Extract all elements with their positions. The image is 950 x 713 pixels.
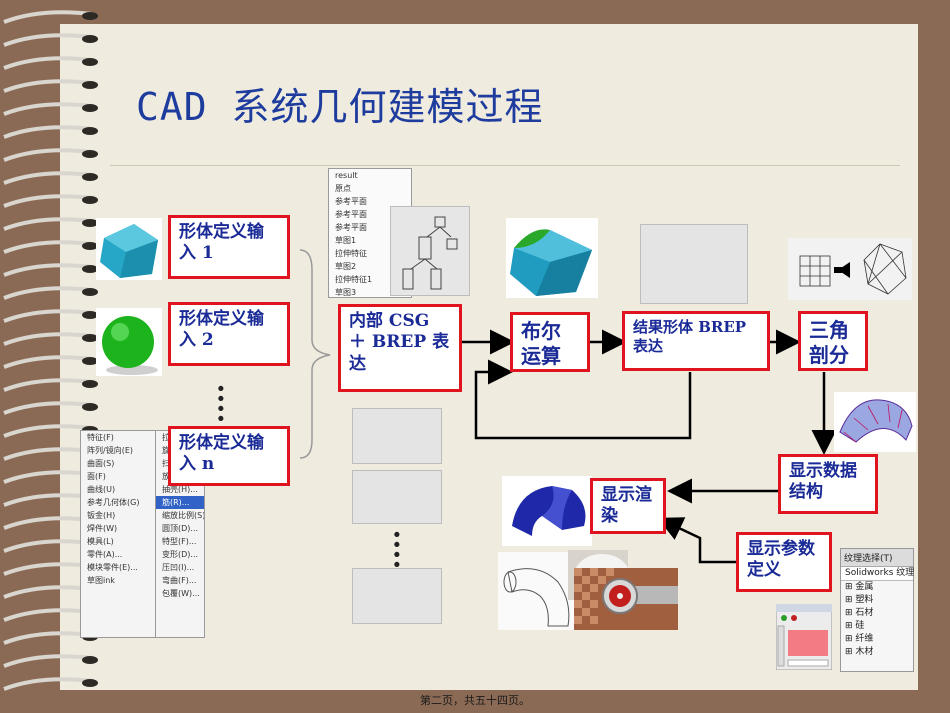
input-1-box: 形体定义输入 1: [168, 215, 290, 279]
menu-item[interactable]: 模块零件(E)...: [87, 563, 138, 572]
menu-item[interactable]: 变形(D)...: [162, 550, 199, 559]
sphere-model-image: [96, 308, 162, 376]
menu-item[interactable]: 缩放比例(S)...: [162, 511, 204, 520]
input-brace: [299, 249, 331, 459]
csg-tree-ellipsis: ····: [392, 518, 402, 581]
menu-item[interactable]: 弯曲(F)...: [162, 576, 197, 585]
triangulation-image: [788, 238, 912, 300]
color-dialog-image: [776, 604, 832, 670]
menu-item[interactable]: 模具(L): [87, 537, 114, 546]
texture-item[interactable]: ⊞ 金属: [845, 582, 874, 592]
tree-item[interactable]: 参考平面: [335, 197, 367, 206]
pipe-elbow-sketch-image: [498, 552, 576, 630]
tree-item[interactable]: 拉伸特征: [335, 249, 367, 258]
texture-item[interactable]: ⊞ 木材: [845, 647, 874, 657]
tree-item[interactable]: 原点: [335, 184, 351, 193]
input-n-box: 形体定义输入 n: [168, 426, 290, 486]
tree-item[interactable]: 参考平面: [335, 210, 367, 219]
title-divider: [110, 165, 900, 166]
menu-item[interactable]: 筋(R)...: [156, 496, 204, 509]
tree-item[interactable]: 草图1: [335, 236, 357, 245]
menu-item[interactable]: 曲面(S): [87, 459, 115, 468]
boolean-cube-image: [506, 218, 598, 298]
feedback-loop: [474, 359, 692, 440]
menu-item[interactable]: 特型(F)...: [162, 537, 197, 546]
csg-tree-image-1: [352, 408, 442, 464]
result-brep-box: 结果形体 BREP 表达: [622, 311, 770, 371]
menu-item[interactable]: 零件(A)...: [87, 550, 123, 559]
input-ellipsis: ····: [216, 372, 226, 435]
arrow-params-render: [657, 517, 736, 564]
csg-tree-sketch-image: [390, 206, 470, 296]
texture-item[interactable]: ⊞ 塑料: [845, 595, 874, 605]
texture-item[interactable]: ⊞ 纤维: [845, 634, 874, 644]
menu-item[interactable]: 钣金(H): [87, 511, 116, 520]
menu-item[interactable]: 包覆(W)...: [162, 589, 200, 598]
wireframe-part-image: [834, 392, 916, 452]
display-render-box: 显示渲染: [590, 478, 666, 534]
tree-item[interactable]: 参考平面: [335, 223, 367, 232]
texture-panel-subheader: Solidworks 纹理: [841, 567, 914, 581]
menu-item[interactable]: 曲线(U): [87, 485, 116, 494]
input-2-box: 形体定义输入 2: [168, 302, 290, 366]
menu-item[interactable]: 参考几何体(G): [87, 498, 140, 507]
slide-title: CAD 系统几何建模过程: [136, 85, 544, 129]
texture-panel-header: 纹理选择(T): [841, 549, 913, 567]
boolean-op-box: 布尔运算: [510, 312, 590, 372]
csg-tree-image-n: [352, 568, 442, 624]
menu-item[interactable]: 阵列/镜向(E): [87, 446, 133, 455]
texture-item[interactable]: ⊞ 石材: [845, 608, 874, 618]
cube-model-image: [96, 218, 162, 280]
menu-item[interactable]: 圆顶(D)...: [162, 524, 199, 533]
menu-item[interactable]: 压凹(I)...: [162, 563, 195, 572]
display-data-box: 显示数据结构: [778, 454, 878, 514]
menu-item[interactable]: 草图ink: [87, 576, 115, 585]
tree-item[interactable]: result: [335, 171, 358, 180]
menu-item[interactable]: 焊件(W): [87, 524, 118, 533]
texture-item[interactable]: ⊞ 硅: [845, 621, 865, 631]
triangulation-box: 三角剖分: [798, 311, 868, 371]
csg-tree-image-2: [352, 470, 442, 524]
csg-brep-box: 内部 CSG ＋ BREP 表达: [338, 304, 462, 392]
watch-render-image: [574, 568, 678, 630]
display-params-box: 显示参数定义: [736, 532, 832, 592]
brep-graph-image: [640, 224, 748, 304]
menu-item[interactable]: 特征(F): [87, 433, 114, 442]
rendered-part-image: [502, 476, 592, 546]
texture-panel: 纹理选择(T) Solidworks 纹理 ⊞ 金属 ⊞ 塑料 ⊞ 石材 ⊞ 硅 ⊞ 纤…: [840, 548, 914, 672]
feature-menu-left: 特征(F) 阵列/镜向(E) 曲面(S) 面(F) 曲线(U) 参考几何体(G) 钣金(H)…: [80, 430, 158, 638]
menu-item[interactable]: 抽壳(H)...: [162, 485, 198, 494]
menu-item[interactable]: 面(F): [87, 472, 106, 481]
tree-item[interactable]: 拉伸特征1: [335, 275, 373, 284]
tree-item[interactable]: 草图2: [335, 262, 357, 271]
page-footer: 第二页，共五十四页。: [420, 694, 530, 707]
tree-item[interactable]: 草图3: [335, 288, 357, 297]
